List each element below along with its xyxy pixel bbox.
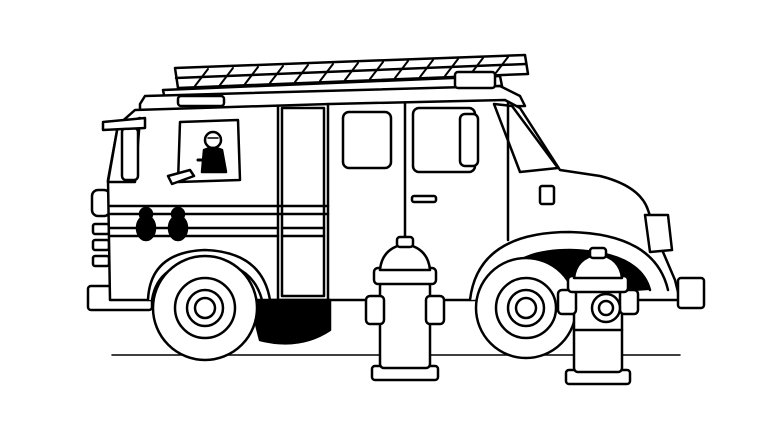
fire-hydrant-right <box>556 246 640 386</box>
front-wheel <box>474 256 578 360</box>
rear-wheel <box>151 254 259 362</box>
side-mirror <box>458 112 480 168</box>
fire-hydrant-left <box>364 235 446 382</box>
side-mirror-rear <box>166 168 196 186</box>
door-handle <box>410 194 438 204</box>
firefighter-driver <box>196 130 228 174</box>
hose-couplings <box>135 206 189 242</box>
cab-window-rear <box>341 110 393 170</box>
windshield <box>492 102 560 174</box>
front-bumper <box>676 276 706 310</box>
headlight <box>643 213 674 254</box>
